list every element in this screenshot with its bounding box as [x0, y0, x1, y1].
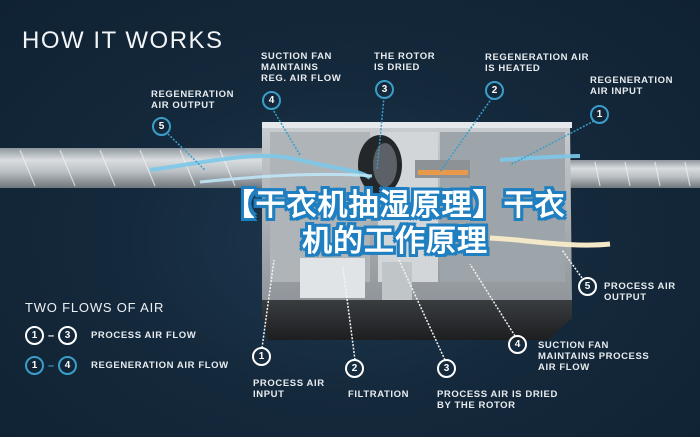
legend-row-regeneration: 1 – 4 REGENERATION AIR FLOW — [25, 356, 229, 375]
legend-label: PROCESS AIR FLOW — [91, 330, 197, 341]
callout-text: REGENERATION AIR OUTPUT — [151, 89, 235, 111]
callout-text: SUCTION FAN MAINTAINS PROCESS AIR FLOW — [538, 340, 650, 373]
number-badge-4: 4 — [508, 335, 527, 354]
legend-badge-from: 1 — [25, 326, 44, 345]
overlay-title: 【干衣机抽湿原理】干衣 机的工作原理 — [150, 188, 640, 260]
legend-badge-to: 3 — [58, 326, 77, 345]
legend-title: TWO FLOWS OF AIR — [25, 300, 165, 315]
callout-text: THE ROTOR IS DRIED — [374, 51, 436, 73]
legend: 1 – 3 PROCESS AIR FLOW 1 – 4 REGENERATIO… — [25, 326, 229, 375]
number-badge-3: 3 — [437, 359, 456, 378]
dash: – — [47, 359, 55, 372]
callout-text: REGENERATION AIR INPUT — [590, 75, 674, 97]
callout-text: PROCESS AIR INPUT — [253, 378, 325, 400]
number-badge-5: 5 — [578, 277, 597, 296]
number-badge-2: 2 — [345, 359, 364, 378]
number-badge-1: 1 — [590, 105, 609, 124]
callout-text: PROCESS AIR IS DRIED BY THE ROTOR — [437, 389, 558, 411]
heater — [415, 160, 470, 178]
legend-badge-to: 4 — [58, 356, 77, 375]
page-title: HOW IT WORKS — [22, 27, 224, 54]
left-duct — [0, 148, 270, 188]
number-badge-3: 3 — [375, 80, 394, 99]
legend-row-process: 1 – 3 PROCESS AIR FLOW — [25, 326, 229, 345]
number-badge-4: 4 — [262, 91, 281, 110]
dash: – — [47, 329, 55, 342]
callout-text: REGENERATION AIR IS HEATED — [485, 52, 590, 74]
callout-text: FILTRATION — [348, 389, 410, 400]
number-badge-2: 2 — [485, 81, 504, 100]
legend-label: REGENERATION AIR FLOW — [91, 360, 229, 371]
number-badge-1: 1 — [252, 347, 271, 366]
overlay-title-line1: 【干衣机抽湿原理】干衣 — [224, 188, 566, 223]
number-badge-5: 5 — [152, 117, 171, 136]
overlay-title-line2: 机的工作原理 — [302, 224, 488, 259]
callout-text: PROCESS AIR OUTPUT — [604, 281, 676, 303]
legend-badge-from: 1 — [25, 356, 44, 375]
right-duct — [570, 160, 700, 188]
callout-text: SUCTION FAN MAINTAINS REG. AIR FLOW — [261, 51, 342, 84]
